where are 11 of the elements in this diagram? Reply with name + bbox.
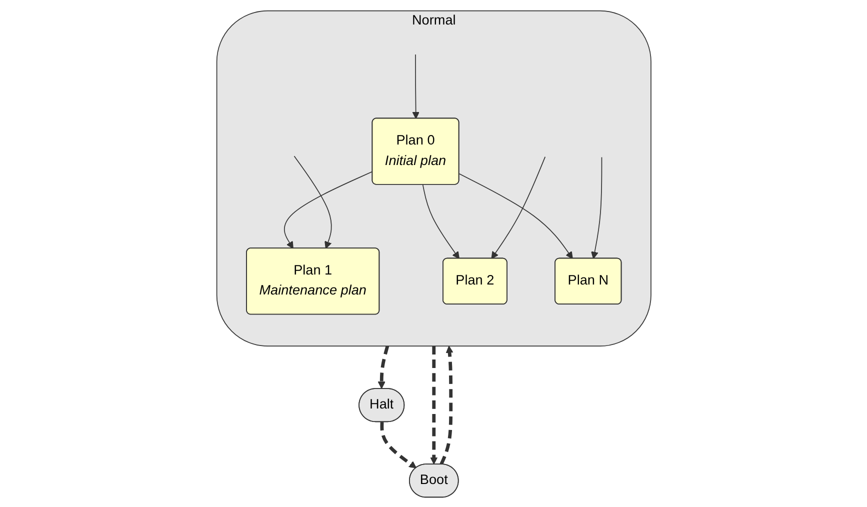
arrow bbox=[293, 155, 332, 248]
arrow bbox=[458, 172, 573, 258]
arrow bbox=[590, 156, 602, 258]
arrow bbox=[422, 184, 460, 258]
arrow bbox=[284, 170, 373, 248]
arrow bbox=[439, 345, 453, 464]
arrow bbox=[430, 346, 438, 464]
arrow bbox=[377, 345, 389, 388]
arrow bbox=[412, 54, 420, 118]
arrow bbox=[490, 156, 546, 258]
arrow bbox=[380, 422, 416, 468]
